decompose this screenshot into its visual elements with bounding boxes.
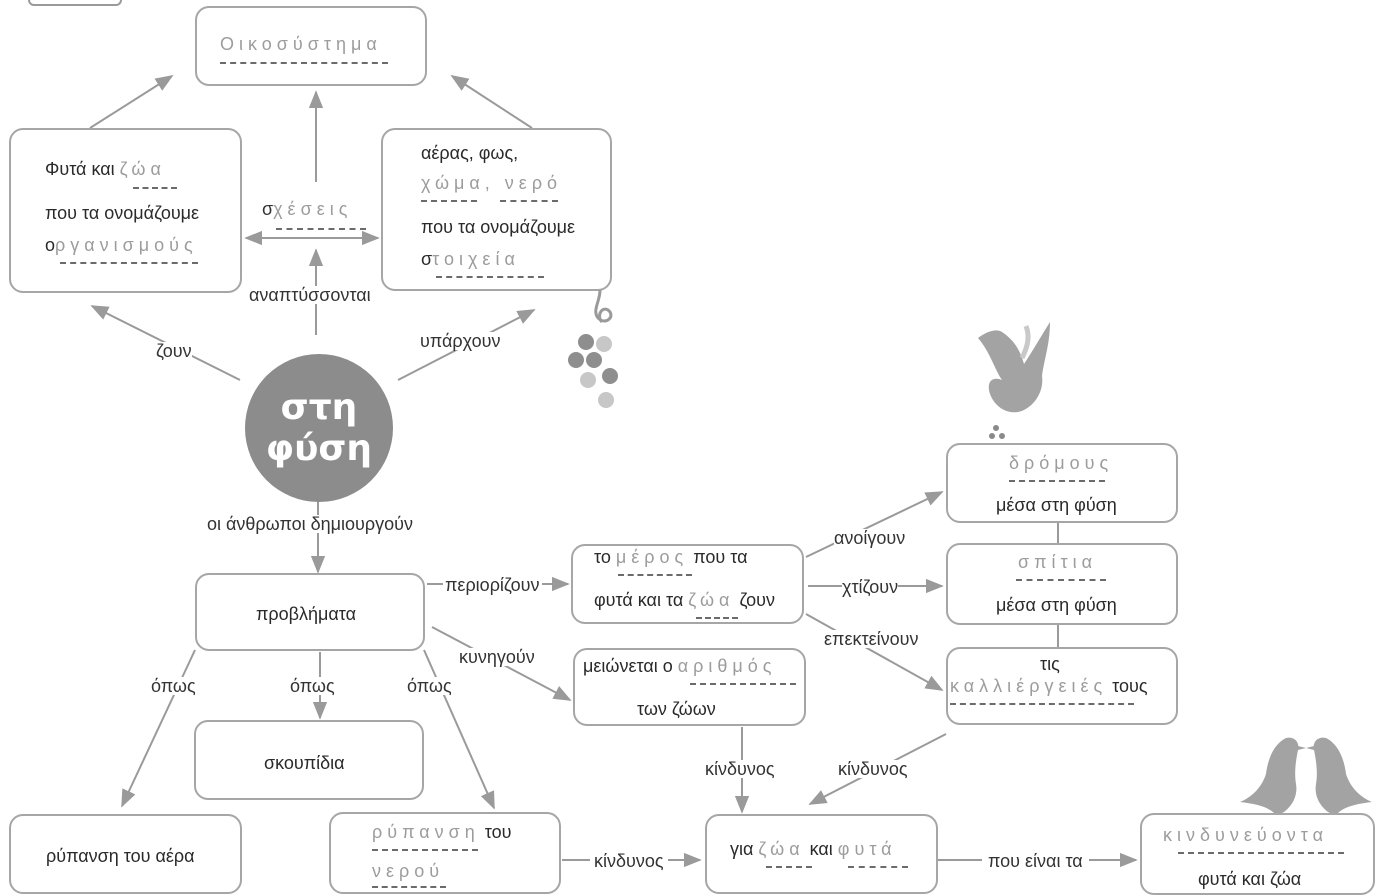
answer-blank [1016,579,1106,581]
garbage-box [194,720,424,800]
ecosystem-answer: Οικοσύστημα [220,34,382,54]
answer-blank [276,228,366,230]
arrow-organisms-to-ecosystem [89,75,174,129]
answer-blank [421,200,477,202]
answer-blank [1009,480,1105,482]
water-pollution-line1: ρύπανση του [372,822,512,842]
arrow-elements-to-ecosystem [450,75,533,129]
garbage-text: σκουπίδια [264,753,345,773]
arrow-extend [805,613,944,691]
answer-blank [848,866,908,868]
crops-line2: καλλιέργειές τους [950,676,1148,696]
answer-blank [690,683,796,685]
label-hunt: κυνηγούν [459,647,535,667]
houses-line2: μέσα στη φύση [996,595,1117,615]
houses-box [946,543,1178,625]
elements-line4: στοιχεία [421,249,520,269]
crops-box [946,647,1178,725]
arrow-open [805,491,944,558]
center-line2: φύση [265,428,373,469]
problems-box [195,573,425,651]
air-pollution-text: ρύπανση του αέρα [46,846,195,866]
label-extend: επεκτείνουν [824,629,919,649]
two-birds-icon [1240,737,1372,816]
organisms-box [9,128,242,293]
organisms-line2: που τα ονομάζουμε [45,203,200,223]
elements-line3: που τα ονομάζουμε [421,217,576,237]
answer-blank [766,866,812,868]
label-build: χτίζουν [842,577,899,597]
decrease-line1: μειώνεται ο αριθμός [583,656,777,676]
crops-line1: τις [1040,654,1060,674]
center-line1: στη [280,386,358,428]
answer-blank [696,617,738,619]
water-pollution-line2-answer: νερού [372,861,445,881]
label-humans-create: οι άνθρωποι δημιουργούν [207,514,413,534]
endangered-box [1140,813,1375,895]
elements-line2-answer: χώμα, νερό [421,173,563,193]
water-pollution-box [329,812,561,894]
grapes-icon [568,289,618,408]
part-box [571,544,804,624]
elements-box [381,128,612,291]
arrow-like-water [423,649,495,810]
arrow-like-air [121,649,196,808]
ecosystem-box [195,6,427,86]
elements-line1: αέρας, φως, [421,143,519,163]
air-pollution-box [9,814,242,894]
organisms-line1: Φυτά και ζώα [45,159,166,179]
label-danger-1: κίνδυνος [705,759,775,779]
label-danger-2: κίνδυνος [838,759,908,779]
part-line1: το μέρος που τα [594,547,748,567]
part-line2: φυτά και τα ζώα ζουν [594,590,776,610]
decrease-line2: των ζώων [637,699,716,719]
label-which-are: που είναι τα [982,852,1089,870]
organisms-line3: οργανισμούς [45,235,198,255]
answer-blank [60,262,198,264]
houses-answer: σπίτια [1018,552,1098,572]
problems-text: προβλήματα [256,604,357,624]
label-like-2: όπως [290,676,335,696]
endangered-answer: κινδυνεύοντα [1163,825,1329,845]
answer-blank [950,703,1134,705]
label-exist: υπάρχουν [420,331,501,351]
decrease-box [573,648,806,726]
answer-blank [500,200,558,202]
label-like-1: όπως [151,676,196,696]
roads-line2: μέσα στη φύση [996,495,1117,515]
label-open: ανοίγουν [834,528,906,548]
answer-blank [372,849,478,851]
roads-box [946,443,1178,523]
label-like-3: όπως [407,676,452,696]
answer-blank [133,187,177,189]
corner-tab [28,0,122,6]
bird-flying-icon [978,322,1050,439]
answer-blank [618,574,692,576]
label-limit: περιορίζουν [443,575,542,595]
answer-blank [372,886,446,888]
label-live: ζουν [156,341,192,361]
answer-blank [436,276,544,278]
answer-blank [1178,852,1344,854]
for-animals-box [705,814,938,894]
label-danger-3: κίνδυνος [590,852,668,870]
roads-answer: δρόμους [1009,453,1114,473]
answer-blank [220,62,388,64]
relations-text: σχέσεις [262,199,353,219]
center-circle: στη φύση [245,354,393,502]
label-develop: αναπτύσσονται [249,285,371,305]
for-animals-text: για ζώα και φυτά [730,839,897,859]
endangered-line2: φυτά και ζώα [1198,869,1302,889]
